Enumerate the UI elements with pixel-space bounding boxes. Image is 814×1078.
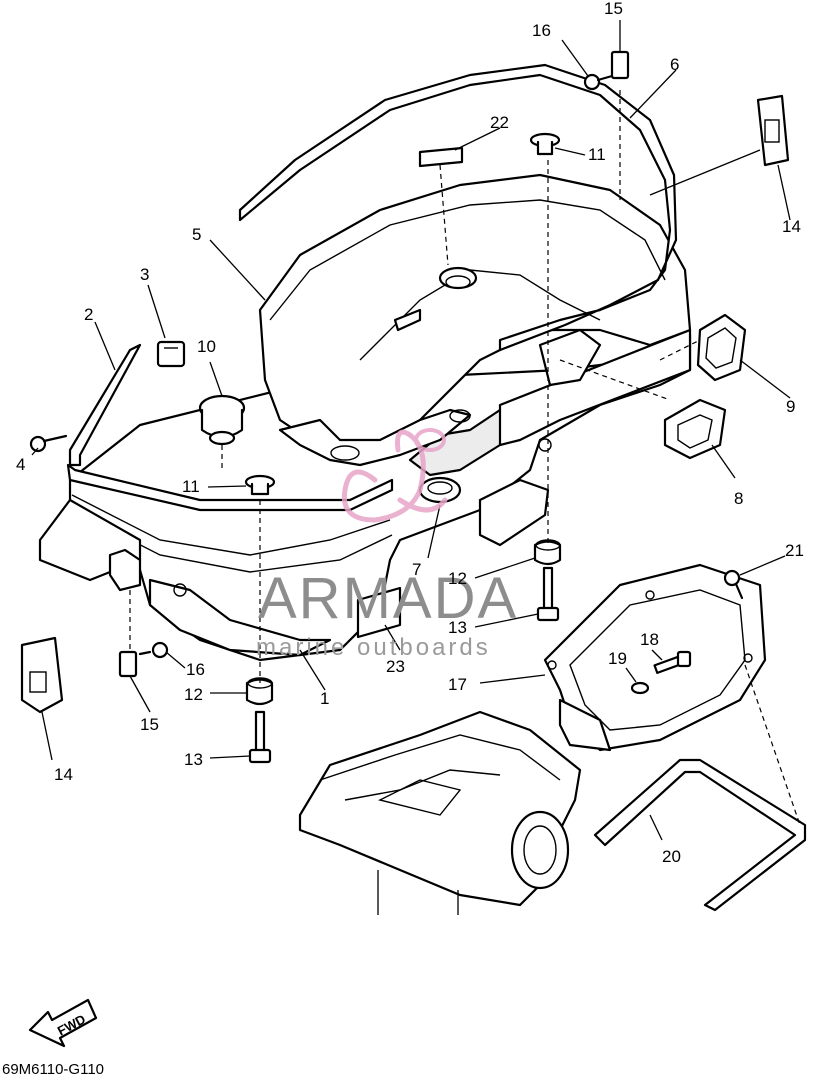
callout-15-top: 15 <box>604 0 623 18</box>
label-part-22 <box>418 146 464 168</box>
callout-9: 9 <box>786 397 795 416</box>
callout-5: 5 <box>192 225 201 244</box>
callout-12-left: 12 <box>184 685 203 704</box>
clip-part-15-upper <box>610 50 630 80</box>
washer-part-19 <box>630 681 650 695</box>
callout-3: 3 <box>140 265 149 284</box>
callout-10: 10 <box>197 337 216 356</box>
callout-4: 4 <box>16 455 25 474</box>
damper-part-12-left <box>245 677 274 706</box>
bolt-part-13-right <box>536 566 560 622</box>
callout-13-left: 13 <box>184 750 203 769</box>
bolt-part-13-left <box>248 710 272 764</box>
diagram-code: 69M6110-G110 <box>2 1061 104 1078</box>
fwd-arrow-icon <box>28 998 98 1048</box>
callout-21: 21 <box>785 541 804 560</box>
damper-part-12-right <box>533 539 562 566</box>
callout-14-right: 14 <box>782 217 801 236</box>
alignment-lines <box>129 90 801 826</box>
watermark-swirl <box>341 429 448 523</box>
screw-part-16-upper <box>583 73 614 91</box>
callout-17: 17 <box>448 675 467 694</box>
seal-part-20 <box>593 758 807 912</box>
latch-part-14-lower <box>20 636 64 714</box>
callout-7: 7 <box>412 560 421 579</box>
watermark-subtitle: marine outboards <box>256 634 491 661</box>
label-part-23 <box>356 586 402 639</box>
cowling-inner-pan <box>258 173 692 467</box>
collar-part-11-upper <box>529 132 561 156</box>
bolt-part-18 <box>653 650 692 674</box>
callout-20: 20 <box>662 847 681 866</box>
callout-16-bottom: 16 <box>186 660 205 679</box>
callout-23: 23 <box>386 657 405 676</box>
latch-part-14-upper <box>756 94 790 167</box>
watermark-title: ARMADA <box>258 566 518 631</box>
callout-14-left: 14 <box>54 765 73 784</box>
screw-part-16-lower <box>138 641 169 659</box>
callout-16-top: 16 <box>532 21 551 40</box>
callout-12-right: 12 <box>448 569 467 588</box>
engine-base-casting <box>298 710 582 915</box>
latch-bracket-front <box>108 548 142 592</box>
callout-6: 6 <box>670 55 679 74</box>
clip-part-3 <box>156 340 186 368</box>
callout-22: 22 <box>490 113 509 132</box>
top-seal-strip <box>238 63 678 352</box>
callout-11-right: 11 <box>588 145 606 164</box>
front-seal-strip <box>66 343 394 512</box>
clip-part-15-lower <box>118 650 138 678</box>
callout-13-right: 13 <box>448 618 467 637</box>
watermark-logo <box>341 428 448 523</box>
callout-1: 1 <box>320 689 329 708</box>
grommet-part-10 <box>198 394 246 446</box>
grommet-part-8 <box>663 398 727 460</box>
callout-19: 19 <box>608 649 627 668</box>
callout-11-left: 11 <box>182 477 200 496</box>
screw-part-4 <box>29 434 68 453</box>
grommet-part-7 <box>418 476 462 504</box>
callout-8: 8 <box>734 489 743 508</box>
leader-lines <box>31 20 791 841</box>
collar-part-11-lower <box>244 474 276 496</box>
callout-18: 18 <box>640 630 659 649</box>
grommet-part-9 <box>696 313 747 382</box>
callout-15-bottom: 15 <box>140 715 159 734</box>
screw-part-21 <box>723 569 744 600</box>
callout-2: 2 <box>84 305 93 324</box>
mount-plate-part-17 <box>543 563 767 752</box>
